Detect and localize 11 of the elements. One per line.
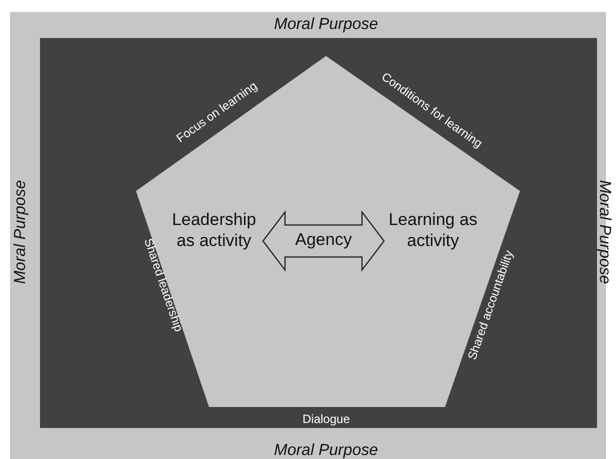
border-label: Moral Purpose — [274, 442, 378, 459]
concept-text: Leadership as activity — [162, 209, 266, 251]
double-arrow — [262, 210, 385, 272]
border-label: Moral Purpose — [595, 180, 614, 284]
dark-panel — [40, 38, 597, 428]
pentagon-shape — [136, 56, 520, 407]
border-label: Moral Purpose — [274, 16, 378, 34]
border-label: Moral Purpose — [12, 180, 30, 284]
side-label: Dialogue — [302, 412, 350, 426]
concept-text: Learning as activity — [381, 209, 485, 251]
edge-label: Agency — [294, 230, 353, 250]
